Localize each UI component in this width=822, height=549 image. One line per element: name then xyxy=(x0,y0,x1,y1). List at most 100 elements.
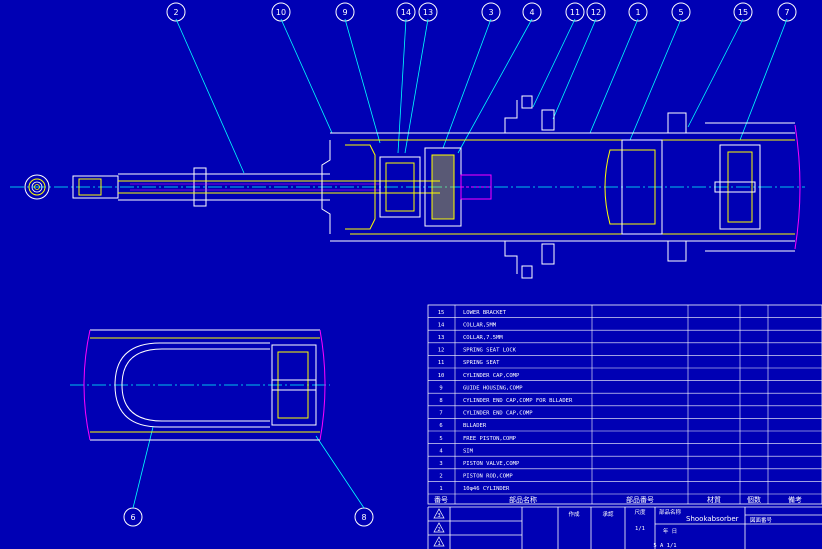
bom-row-number: 11 xyxy=(438,360,445,366)
bom-header-no: 番号 xyxy=(434,496,448,504)
balloon: 3 xyxy=(481,2,501,22)
bom-row-name: CYLINDER CAP,COMP xyxy=(463,373,520,379)
bom-row: 9 GUIDE HOUSING,COMP xyxy=(439,385,523,391)
detail-view-bladder xyxy=(83,329,326,441)
bom-row-number: 13 xyxy=(438,335,445,341)
revision-mark: 2 xyxy=(433,522,445,533)
bom-row-number: 1 xyxy=(439,486,442,492)
balloon-label: 13 xyxy=(423,8,433,17)
bom-row-number: 5 xyxy=(439,436,442,442)
bom-row-number: 3 xyxy=(439,461,442,467)
bom-header-remarks: 備考 xyxy=(788,495,802,504)
bom-row: 2 PISTON ROD,COMP xyxy=(439,474,513,480)
title-block-footer: 5 A 1/1 xyxy=(653,543,676,549)
balloon-label: 9 xyxy=(342,8,347,17)
bom-row: 6 BLLADER xyxy=(439,423,487,429)
bom-row: 5 FREE PISTON,COMP xyxy=(439,436,516,442)
drawing-number-label: 図面番号 xyxy=(750,517,773,524)
balloon-label: 10 xyxy=(276,8,286,17)
balloon: 7 xyxy=(777,2,797,22)
balloon-label: 4 xyxy=(529,8,534,17)
bom-row-name: SPRING SEAT xyxy=(463,360,500,366)
balloon-label: 2 xyxy=(173,8,178,17)
bom-row-number: 7 xyxy=(439,411,442,417)
bom-row: 11 SPRING SEAT xyxy=(438,360,500,366)
bom-row: 15 LOWER BRACKET xyxy=(438,310,507,316)
bom-row-name: SIM xyxy=(463,448,474,454)
balloon: 10 xyxy=(271,2,291,22)
bom-row: 8 CYLINDER END CAP,COMP FOR BLLADER xyxy=(439,398,573,404)
balloon-label: 11 xyxy=(570,8,580,17)
balloon: 9 xyxy=(335,2,355,22)
revision-mark-label: 1 xyxy=(437,541,440,547)
bom-frame xyxy=(427,304,822,505)
bom-header-part-no: 部品番号 xyxy=(626,495,654,504)
balloon: 12 xyxy=(586,2,606,22)
revision-mark: 3 xyxy=(433,508,445,519)
bom-row-name: 10φ46 CYLINDER xyxy=(463,486,510,492)
bom-row-number: 4 xyxy=(439,448,443,454)
revision-mark-label: 2 xyxy=(437,527,440,533)
balloon: 1 xyxy=(628,2,648,22)
bom-row-name: CYLINDER END CAP,COMP xyxy=(463,411,533,417)
bom-row-number: 14 xyxy=(438,322,445,328)
balloon-label: 12 xyxy=(591,8,601,17)
balloon: 13 xyxy=(418,2,438,22)
balloon-label: 6 xyxy=(130,513,135,522)
drawn-label: 作成 xyxy=(568,510,580,518)
scale-label: 尺度 xyxy=(634,508,646,516)
bom-row: 14 COLLAR,5MM xyxy=(438,322,497,328)
bom-header: 番号 部品名称 部品番号 材質 個数 備考 xyxy=(434,495,802,504)
bom-row-name: SPRING SEAT LOCK xyxy=(463,348,517,354)
part-name-value: Shookabsorber xyxy=(686,515,739,523)
balloon-label: 14 xyxy=(401,8,411,17)
bom-row-number: 2 xyxy=(439,474,442,480)
bom-row: 7 CYLINDER END CAP,COMP xyxy=(439,411,533,417)
bom-row-name: GUIDE HOUSING,COMP xyxy=(463,385,523,391)
bom-row-name: PISTON VALVE,COMP xyxy=(463,461,520,467)
bom-row-number: 6 xyxy=(439,423,442,429)
bom-row-number: 9 xyxy=(439,385,442,391)
bom-row: 1 10φ46 CYLINDER xyxy=(439,486,510,492)
bom-header-material: 材質 xyxy=(707,495,721,504)
approved-label: 承認 xyxy=(602,510,614,518)
bom-row-number: 8 xyxy=(439,398,442,404)
bom-header-count: 個数 xyxy=(747,495,761,504)
leader-lines xyxy=(132,18,788,509)
revision-mark-label: 3 xyxy=(437,513,440,519)
bom-row-number: 15 xyxy=(438,310,445,316)
balloon: 4 xyxy=(522,2,542,22)
bom-row-name: CYLINDER END CAP,COMP FOR BLLADER xyxy=(463,398,573,404)
revision-mark: 1 xyxy=(433,536,445,547)
balloon: 6 xyxy=(123,507,143,527)
balloon: 11 xyxy=(565,2,585,22)
bom-row-name: COLLAR,5MM xyxy=(463,322,497,328)
cylinder-body xyxy=(321,95,801,279)
balloon: 2 xyxy=(166,2,186,22)
balloon-label: 15 xyxy=(738,8,748,17)
balloon: 5 xyxy=(671,2,691,22)
balloon-label: 3 xyxy=(488,8,493,17)
bom-row-name: PISTON ROD,COMP xyxy=(463,474,513,480)
bom-row-name: FREE PISTON,COMP xyxy=(463,436,517,442)
part-name-label: 部品名称 xyxy=(659,508,682,516)
bom-header-name: 部品名称 xyxy=(509,495,537,504)
bom-row-number: 10 xyxy=(438,373,445,379)
rod-end-eye xyxy=(24,174,50,200)
scale-value: 1/1 xyxy=(635,526,645,532)
date-label: 年 日 xyxy=(663,527,677,535)
balloon-label: 5 xyxy=(678,8,683,17)
bom-row-name: BLLADER xyxy=(463,423,487,429)
bom-row: 10 CYLINDER CAP,COMP xyxy=(438,373,520,379)
balloon: 8 xyxy=(354,507,374,527)
title-block xyxy=(427,506,822,549)
bom-row-number: 12 xyxy=(438,348,445,354)
bom-row-name: LOWER BRACKET xyxy=(463,310,507,316)
center-lines xyxy=(10,186,805,386)
